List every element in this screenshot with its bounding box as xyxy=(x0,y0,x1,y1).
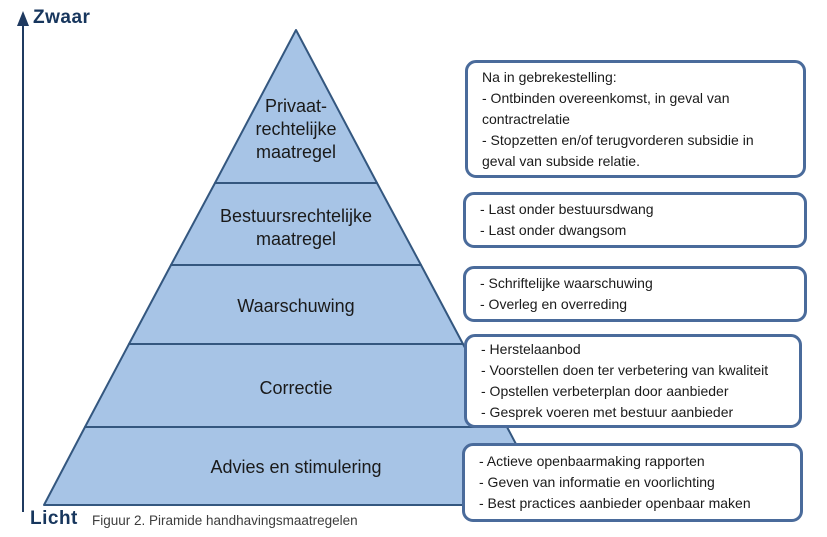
pyramid-label-line: Advies en stimulering xyxy=(210,457,381,477)
pyramid: Privaat- rechtelijke maatregel Bestuursr… xyxy=(43,29,549,506)
callout-line: - Stopzetten en/of terugvorderen subsidi… xyxy=(482,131,754,169)
callout-bestuursrechtelijke-maatregel: - Last onder bestuursdwang - Last onder … xyxy=(463,192,807,248)
figure-caption: Figuur 2. Piramide handhavingsmaatregele… xyxy=(92,513,358,528)
callout-privaatrechtelijke-maatregel: Na in gebrekestelling: - Ontbinden overe… xyxy=(465,60,806,178)
pyramid-label-line: Correctie xyxy=(259,378,332,398)
axis-label-zwaar: Zwaar xyxy=(33,7,91,28)
callout-waarschuwing: - Schriftelijke waarschuwing - Overleg e… xyxy=(463,266,807,322)
callout-correctie: - Herstelaanbod - Voorstellen doen ter v… xyxy=(464,334,802,428)
pyramid-label-line: rechtelijke xyxy=(255,119,336,139)
axis-label-licht: Licht xyxy=(30,508,78,529)
callout-line: - Voorstellen doen ter verbetering van k… xyxy=(481,362,769,378)
callout-line: - Schriftelijke waarschuwing xyxy=(480,275,653,291)
pyramid-label-line: Privaat- xyxy=(265,96,327,116)
callout-line: - Ontbinden overeenkomst, in geval van c… xyxy=(482,89,730,127)
callout-line: - Last onder dwangsom xyxy=(480,222,627,238)
callout-line: - Gesprek voeren met bestuur aanbieder xyxy=(481,404,734,420)
callout-line: Na in gebrekestelling: xyxy=(482,68,617,85)
pyramid-label-line: maatregel xyxy=(256,142,336,162)
callout-line: - Best practices aanbieder openbaar make… xyxy=(479,495,751,511)
callout-line: - Overleg en overreding xyxy=(480,296,628,312)
callout-line: - Opstellen verbeterplan door aanbieder xyxy=(481,383,729,399)
callout-advies-en-stimulering: - Actieve openbaarmaking rapporten - Gev… xyxy=(462,443,803,522)
callout-line: - Last onder bestuursdwang xyxy=(480,201,654,217)
callout-line: - Actieve openbaarmaking rapporten xyxy=(479,453,705,469)
axis-arrow-up-icon xyxy=(17,11,29,26)
pyramid-label-line: Bestuursrechtelijke xyxy=(220,206,372,226)
pyramid-label-line: maatregel xyxy=(256,229,336,249)
severity-axis xyxy=(17,11,29,512)
callout-line: - Geven van informatie en voorlichting xyxy=(479,474,715,490)
pyramid-label-line: Waarschuwing xyxy=(237,296,354,316)
callout-line: - Herstelaanbod xyxy=(481,341,581,357)
